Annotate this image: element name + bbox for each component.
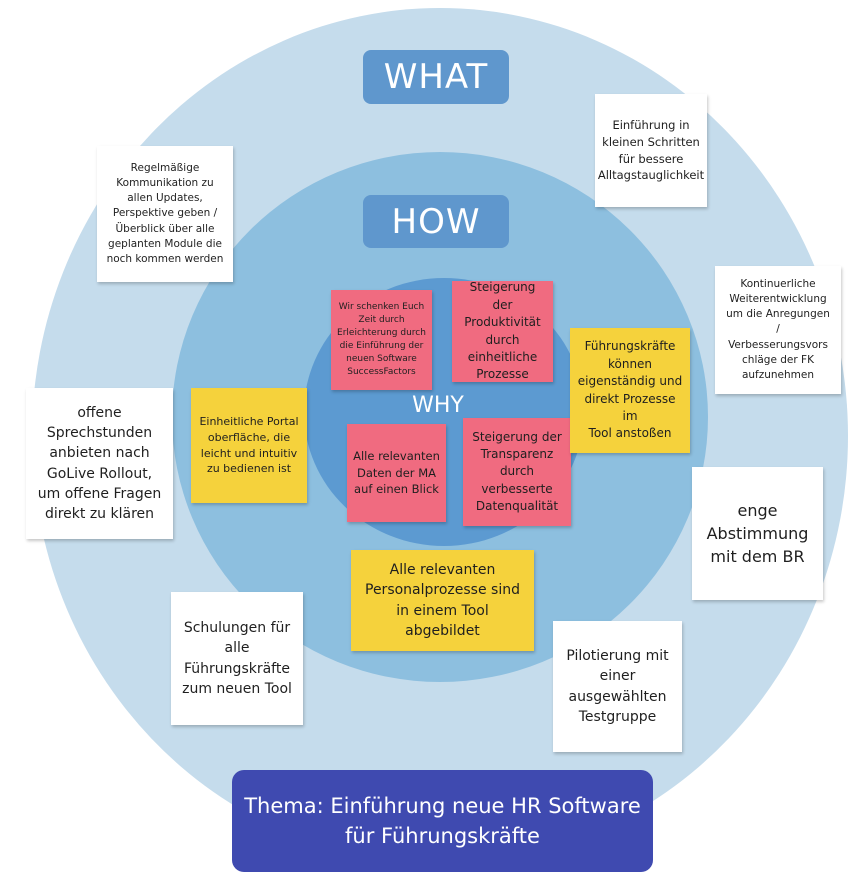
note-text: Schulungen für alle Führungskräfte zum n… [182,619,292,697]
note-text: Alle relevanten Daten der MA auf einen B… [353,448,440,497]
note-text: Alle relevanten Personalprozesse sind in… [365,561,520,639]
note-portal[interactable]: Einheitliche Portal oberfläche, die leic… [191,388,307,503]
how-label: HOW [363,195,509,248]
why-label: WHY [412,393,464,418]
note-text: Führungskräfte können eigenständig und d… [577,339,683,441]
note-produktivitaet[interactable]: Steigerung der Produktivität durch einhe… [452,280,553,382]
note-text: Einführung in kleinen Schritten für bess… [597,118,705,183]
note-pilotierung[interactable]: Pilotierung mit einer ausgewählten Testg… [553,621,682,752]
note-personalprozesse[interactable]: Alle relevanten Personalprozesse sind in… [351,550,534,651]
what-label: WHAT [363,50,509,104]
topic-box: Thema: Einführung neue HR Software für F… [232,770,653,872]
note-sprechstunden[interactable]: offene Sprechstunden anbieten nach GoLiv… [26,388,173,539]
note-text: Steigerung der Transparenz durch verbess… [472,429,562,514]
note-daten-blick[interactable]: Alle relevanten Daten der MA auf einen B… [347,424,446,522]
note-text: enge Abstimmung mit dem BR [706,500,809,567]
note-text: offene Sprechstunden anbieten nach GoLiv… [37,404,162,523]
note-erleichterung[interactable]: Wir schenken Euch Zeit durch Erleichteru… [331,290,432,390]
note-text: Pilotierung mit einer ausgewählten Testg… [566,647,669,725]
note-kleine-schritte[interactable]: Einführung in kleinen Schritten für bess… [595,94,707,207]
note-text: Kontinuerliche Weiterentwicklung um die … [726,277,830,382]
topic-text: Thema: Einführung neue HR Software für F… [244,793,641,848]
note-text: Steigerung der Produktivität durch einhe… [464,280,541,382]
note-transparenz[interactable]: Steigerung der Transparenz durch verbess… [463,418,571,526]
note-kommunikation[interactable]: Regelmäßige Kommunikation zu allen Updat… [97,146,233,282]
note-text: Einheitliche Portal oberfläche, die leic… [199,414,299,476]
note-abstimmung[interactable]: enge Abstimmung mit dem BR [692,467,823,600]
note-eigenstaendig[interactable]: Führungskräfte können eigenständig und d… [570,328,690,453]
note-text: Wir schenken Euch Zeit durch Erleichteru… [337,301,426,378]
note-schulungen[interactable]: Schulungen für alle Führungskräfte zum n… [171,592,303,725]
note-text: Regelmäßige Kommunikation zu allen Updat… [106,161,224,266]
note-weiterentwicklung[interactable]: Kontinuerliche Weiterentwicklung um die … [715,266,841,394]
